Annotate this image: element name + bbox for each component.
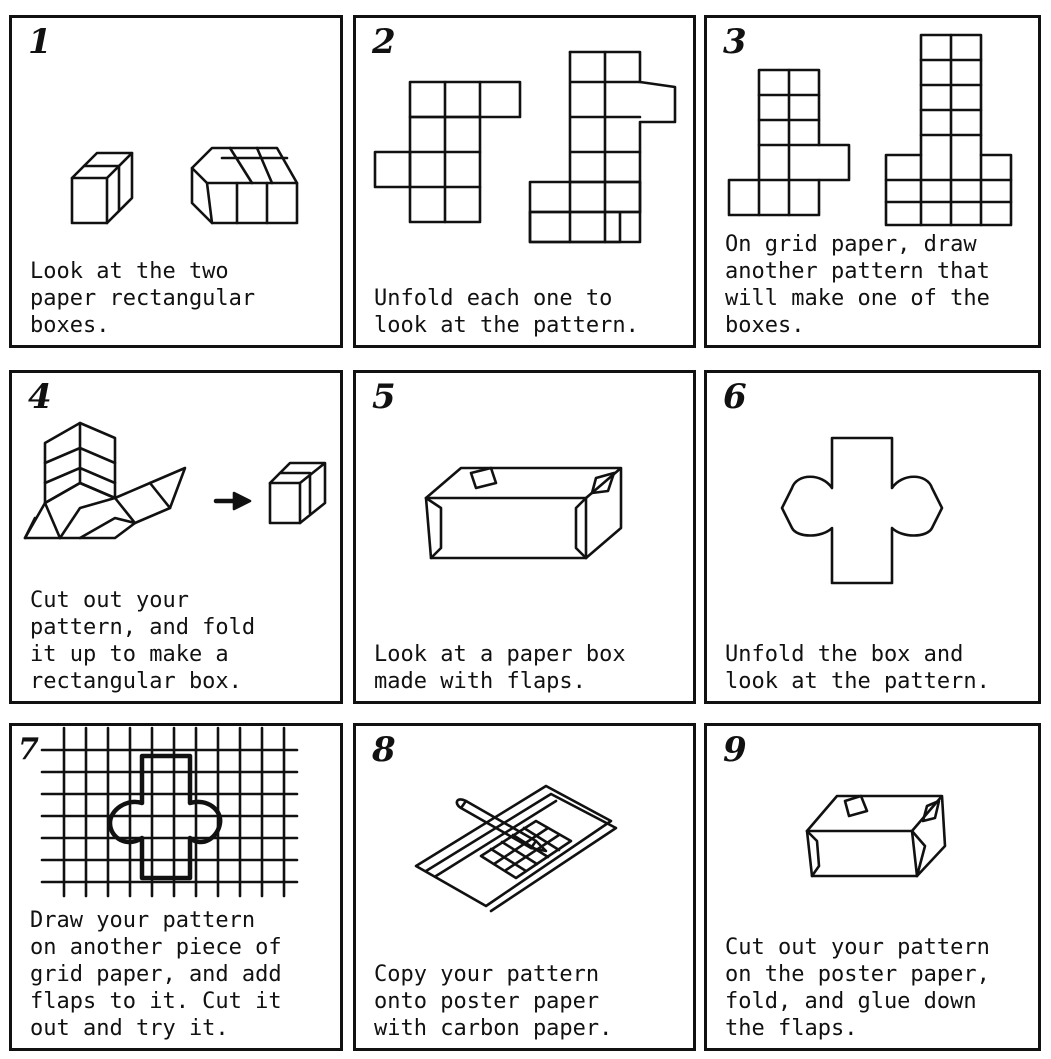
unfolded-flap-pattern-illustration (777, 433, 957, 583)
step-caption: Unfold each one to look at the pattern. (374, 285, 685, 339)
grid-patterns-illustration (721, 30, 1031, 235)
step-panel-3: 3 On grid paper, draw another pattern th… (704, 15, 1041, 348)
step-number: 9 (723, 730, 747, 770)
two-boxes-illustration (62, 133, 312, 243)
step-panel-9: 9 Cut out your pattern on the poster pap… (704, 723, 1041, 1051)
step-number: 8 (372, 730, 396, 770)
step-panel-5: 5 Look at a paper box made with flaps. (353, 370, 696, 704)
grid-with-flaps-illustration (42, 728, 297, 896)
step-panel-2: 2 Unfold each one to look at the pattern… (353, 15, 696, 348)
step-caption: On grid paper, draw another pattern that… (725, 231, 1030, 339)
step-caption: Look at a paper box made with flaps. (374, 641, 685, 695)
step-panel-4: 4 Cut out your pattern, and fold it up t… (9, 370, 343, 704)
fold-to-box-illustration (20, 413, 340, 548)
step-panel-6: 6 Unfold the box and look at the pattern… (704, 370, 1041, 704)
step-caption: Copy your pattern onto poster paper with… (374, 961, 685, 1042)
step-number: 7 (18, 732, 39, 767)
finished-box-illustration (797, 786, 957, 886)
step-panel-7: 7 Draw your pattern on another piece of … (9, 723, 343, 1051)
unfolded-patterns-illustration (370, 42, 690, 267)
step-caption: Cut out your pattern on the poster paper… (725, 934, 1030, 1042)
step-number: 4 (28, 377, 52, 417)
step-panel-1: 1 Look at the two paper rectangular boxe… (9, 15, 343, 348)
step-panel-8: 8 Copy your pattern onto poster paper wi… (353, 723, 696, 1051)
step-number: 5 (372, 377, 396, 417)
step-number: 1 (28, 22, 52, 62)
step-caption: Draw your pattern on another piece of gr… (30, 907, 332, 1042)
carbon-copy-illustration (406, 766, 656, 916)
step-caption: Unfold the box and look at the pattern. (725, 641, 1030, 695)
step-caption: Look at the two paper rectangular boxes. (30, 258, 332, 339)
step-caption: Cut out your pattern, and fold it up to … (30, 587, 332, 695)
step-number: 6 (723, 377, 747, 417)
flapped-box-illustration (416, 463, 646, 573)
